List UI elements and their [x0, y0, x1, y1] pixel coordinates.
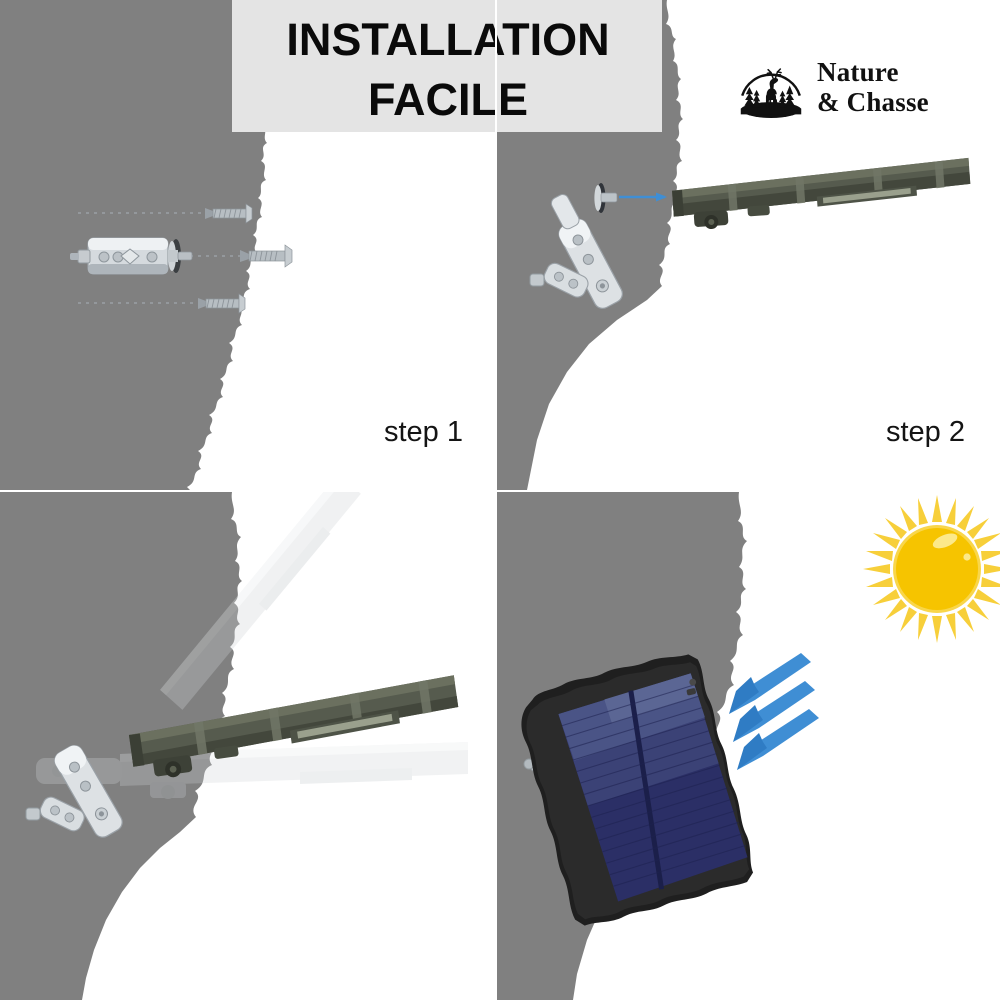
screw	[240, 244, 293, 268]
sun-icon	[863, 495, 1000, 643]
step-2-label: step 2	[886, 416, 965, 448]
thumb-screw	[594, 183, 618, 213]
page-title-line-2: FACILE	[367, 74, 528, 125]
ghost-panel-upper	[160, 492, 361, 710]
solar-panel-edge-view	[128, 675, 459, 778]
quadrant-divider-vertical	[495, 0, 497, 1000]
step-3-panel: step 3	[0, 492, 495, 1000]
step-4-assembly	[521, 495, 1000, 926]
solar-panel-front-view	[521, 654, 754, 926]
step-1-label: step 1	[384, 416, 463, 448]
deer-pine-forest-emblem-icon	[740, 68, 802, 118]
screw	[198, 293, 246, 314]
bracket-arm	[25, 744, 123, 838]
bracket-arm	[529, 194, 623, 309]
blue-insert-arrow	[619, 192, 667, 202]
sunlight-arrow	[733, 681, 815, 742]
brand-name-line-1: Nature	[817, 57, 899, 87]
page-title-line-1: INSTALLATION	[286, 14, 610, 65]
sunlight-arrow	[729, 653, 811, 714]
step-2-assembly	[529, 157, 971, 309]
solar-panel-edge-view	[672, 157, 971, 230]
brand-name: Nature & Chasse	[817, 57, 929, 117]
step-3-assembly	[25, 492, 468, 838]
brand-logo: Nature & Chasse	[735, 46, 945, 128]
screw	[205, 203, 253, 224]
step-1-assembly	[70, 203, 293, 314]
title-band	[232, 0, 662, 132]
quadrant-divider-horizontal	[0, 490, 1000, 492]
step-4-panel: step 4	[497, 492, 1000, 1000]
page-title: INSTALLATION FACILE	[232, 10, 664, 130]
sunlight-arrow	[737, 709, 819, 770]
mounting-bracket	[70, 237, 193, 275]
tree-bark-silhouette	[0, 492, 495, 1000]
brand-name-line-2: & Chasse	[817, 87, 929, 117]
